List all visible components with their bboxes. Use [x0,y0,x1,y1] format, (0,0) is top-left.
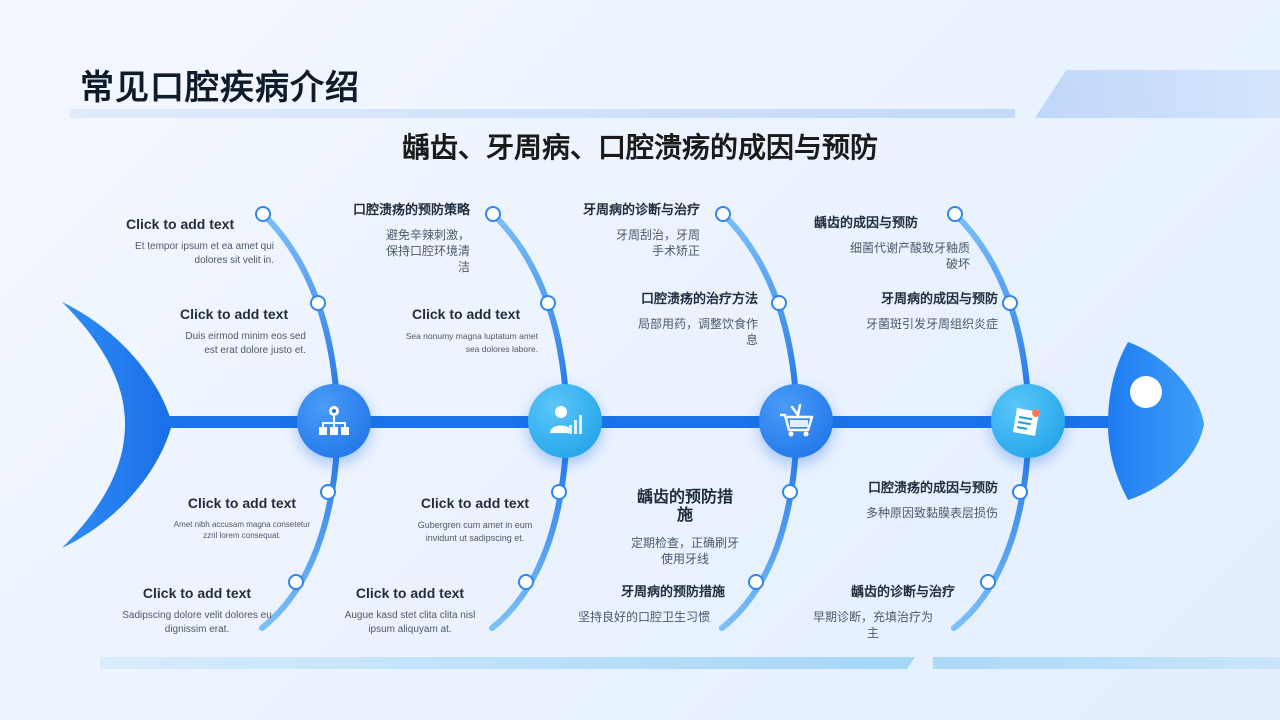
rib-dot [748,574,764,590]
subtitle: 龋齿、牙周病、口腔溃疡的成因与预防 [401,132,878,163]
branch-title: 牙周病的预防措施 [620,584,725,599]
branch-label-11: 龋齿的预防措施 定期检查，正确刷牙使用牙线 [630,489,740,567]
branch-label-14: 牙周病的成因与预防 牙菌斑引发牙周组织炎症 [866,292,998,332]
branch-label-4: Click to add text Sadipscing dolore veli… [112,585,282,637]
branch-title: Click to add text [420,495,530,511]
branch-desc: 避免辛辣刺激，保持口腔环境清洁 [385,228,470,274]
branch-label-9: 牙周病的诊断与治疗 牙周刮治，牙周手术矫正 [576,203,700,259]
branch-desc: 牙周刮治，牙周手术矫正 [615,228,700,258]
branch-title: 口腔溃疡的预防策略 [352,202,470,217]
branch-title: Click to add text [142,585,252,601]
branch-desc: 牙菌斑引发牙周组织炎症 [866,317,999,331]
branch-label-6: Click to add text Sea nonumy magna lupta… [404,306,538,356]
shopping-cart-icon [759,384,833,458]
rib-dot [540,295,556,311]
rib-dot [255,206,271,222]
rib-dot [947,206,963,222]
branch-title: 牙周病的成因与预防 [880,291,998,306]
branch-label-7: Click to add text Gubergren cum amet in … [400,495,550,545]
branch-label-10: 口腔溃疡的治疗方法 局部用药，调整饮食作息 [634,292,758,348]
rib-dot [1012,484,1028,500]
rib-dot [320,484,336,500]
branch-title: 龋齿的诊断与治疗 [850,584,955,599]
rib-dot [518,574,534,590]
branch-desc: 局部用药，调整饮食作息 [637,317,758,347]
rib-dot [715,206,731,222]
branch-title: Click to add text [180,306,289,322]
branch-desc: 细菌代谢产酸致牙釉质破坏 [849,241,970,271]
rib-dot [771,295,787,311]
fish-tail [62,302,172,548]
branch-desc: Amet nibh accusam magna consetetur zzril… [173,520,311,540]
branch-title: 牙周病的诊断与治疗 [582,202,700,217]
branch-label-1: Click to add text Et tempor ipsum et ea … [110,216,274,268]
branch-desc: 早期诊断，充填治疗为主 [812,610,933,640]
branch-label-3: Click to add text Amet nibh accusam magn… [172,495,312,541]
title-underline [70,109,1015,118]
branch-title: Click to add text [412,306,521,322]
fish-head [1108,342,1204,500]
branch-desc: Duis eirmod minim eos sed est erat dolor… [185,331,306,356]
fish-spine [160,416,1125,428]
branch-desc: Sadipscing dolore velit dolores eu digni… [122,610,272,635]
rib-dot [485,206,501,222]
branch-desc: 多种原因致黏膜表层损伤 [865,506,998,520]
fish-eye [1130,376,1162,408]
rib-3-down [719,421,800,631]
branch-title: 龋齿的成因与预防 [814,215,919,230]
note-icon [991,384,1065,458]
corner-decoration [1035,70,1280,118]
branch-title: 口腔溃疡的治疗方法 [640,291,758,306]
branch-desc: Gubergren cum amet in eum invidunt ut sa… [417,520,533,543]
branch-desc: Sea nonumy magna luptatum amet sea dolor… [405,331,538,354]
rib-1-down [259,421,341,631]
bottom-decoration-bar [933,657,1280,669]
branch-title: 龋齿的预防措施 [636,489,733,524]
branch-label-16: 龋齿的诊断与治疗 早期诊断，充填治疗为主 [808,585,968,641]
rib-dot [980,574,996,590]
branch-label-12: 牙周病的预防措施 坚持良好的口腔卫生习惯 [578,585,738,625]
rib-dot [782,484,798,500]
branch-label-5: 口腔溃疡的预防策略 避免辛辣刺激，保持口腔环境清洁 [350,203,470,275]
page-title: 常见口腔疾病介绍 [80,69,360,107]
person-chart-icon [528,384,602,458]
hierarchy-icon [297,384,371,458]
branch-desc: Et tempor ipsum et ea amet qui dolores s… [135,241,274,266]
rib-4-down [951,421,1032,631]
branch-label-8: Click to add text Augue kasd stet clita … [340,585,480,637]
branch-label-2: Click to add text Duis eirmod minim eos … [170,306,306,358]
branch-label-13: 龋齿的成因与预防 细菌代谢产酸致牙釉质破坏 [810,216,970,272]
rib-2-down [489,421,570,631]
branch-title: 口腔溃疡的成因与预防 [867,480,998,495]
rib-dot [310,295,326,311]
branch-title: Click to add text [355,585,465,601]
branch-desc: 定期检查，正确刷牙使用牙线 [630,536,739,566]
rib-dot [1002,295,1018,311]
branch-desc: Augue kasd stet clita clita nisl ipsum a… [344,610,476,635]
rib-dot [288,574,304,590]
rib-dot [551,484,567,500]
branch-title: Click to add text [187,495,297,511]
branch-title: Click to add text [126,216,235,232]
branch-label-15: 口腔溃疡的成因与预防 多种原因致黏膜表层损伤 [862,481,998,521]
bottom-decoration-bar [100,657,915,669]
branch-desc: 坚持良好的口腔卫生习惯 [578,610,711,624]
